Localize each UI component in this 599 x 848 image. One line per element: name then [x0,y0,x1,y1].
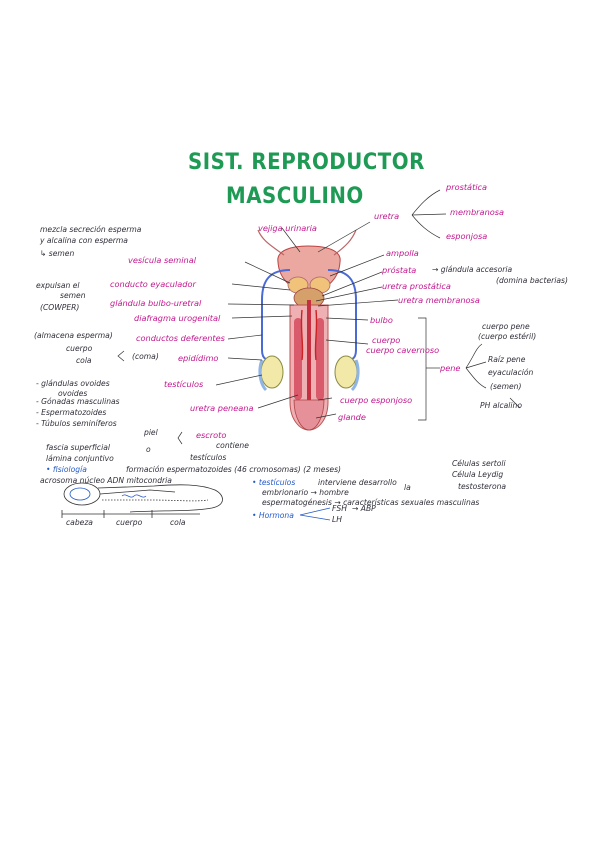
label-hormona: • Hormona [252,511,294,520]
bracket-cola-cuerpo [117,350,125,362]
note-coma: (coma) [132,352,159,361]
label-ampolla: ampolla [386,248,419,258]
epididymis-right [350,359,360,392]
note-cuerpo: cuerpo [66,344,93,353]
glans [293,399,325,431]
label-cuerpo-esponjoso: cuerpo esponjoso [340,395,413,405]
note-raiz-pene: Raíz pene [488,355,526,364]
label-uretra-prostatica: uretra prostática [382,281,451,291]
vas-deferens-left [261,269,291,361]
label-membranosa-top: membranosa [450,207,505,217]
label-epididimo: epidídimo [178,353,219,363]
note-fsh: FSH [332,504,347,513]
note-espermatogenesis: espermatogénesis → características sexua… [262,498,480,507]
label-prostatica: prostática [446,182,488,192]
label-uretra: uretra [374,211,400,221]
note-celulas-sertoli: Células sertoli [452,459,506,468]
vas-deferens-right [327,269,357,361]
label-conducto-eyaculador: conducto eyaculador [110,279,196,289]
label-lines-right [315,189,521,421]
label-vesicula: vesícula seminal [128,255,197,265]
page-title: SIST. REPRODUCTOR [188,150,425,175]
corpus-cavernosum-right [316,318,324,400]
ureter-left [257,229,285,256]
note-fascia: fascia superficial [46,443,110,452]
note-acrosoma: acrosoma núcleo ADN mitocondria [40,476,172,485]
label-cuerpo: cuerpo [372,335,401,345]
label-conductos-deferentes: conductos deferentes [136,333,225,343]
note-cola: cola [76,356,92,365]
label-pene: pene [440,363,461,373]
note-eyaculacion: eyaculación [488,368,534,377]
bladder-shape [277,245,341,293]
note-cuerpo-pene: cuerpo pene [482,322,530,331]
note-alcalina: y alcalina con esperma [40,236,128,245]
note-lamina: lámina conjuntivo [46,454,114,463]
ureter-right [333,229,357,256]
label-fisiologia: • fisiología [46,465,87,474]
label-uretra-membranosa: uretra membranosa [398,295,480,305]
epididymis-left [258,359,268,392]
note-embrionario: embrionario → hombre [262,488,349,497]
label-bulbo: bulbo [370,315,393,325]
testicle-left [260,355,284,389]
note-cowper: (COWPER) [40,303,80,312]
note-la: la [404,483,411,492]
note-glandula-accesoria: → glándula accesoria [432,265,513,274]
label-bulbo-uretral: glándula bulbo-uretral [110,298,202,308]
note-celula-leydig: Célula Leydig [452,470,504,479]
note-mezcla: mezcla secreción esperma [40,225,142,234]
label-vejiga: vejiga urinaria [258,223,317,233]
label-esponjosa: esponjosa [446,231,488,241]
note-semen2: semen [60,291,86,300]
note-cola-sp: cola [170,518,186,527]
note-tubulos: - Túbulos seminíferos [36,419,117,428]
label-testiculos: testículos [164,379,204,389]
label-escroto: escroto [196,430,227,440]
note-gonadas: - Gónadas masculinas [36,397,120,406]
note-semen3: (semen) [490,382,522,391]
page-subtitle: MASCULINO [226,184,364,209]
note-semen: ↳ semen [40,249,75,258]
corpus-cavernosum-left [294,318,302,400]
note-cabeza: cabeza [66,518,93,527]
bracket-piel [177,431,183,445]
note-testosterona: testosterona [458,482,507,491]
note-lh: LH [332,515,342,524]
label-testiculos-fis: • testículos [252,478,296,487]
label-lines-left [215,227,301,409]
note-o: o [146,445,151,454]
note-cuerpo-esteril: (cuerpo estéril) [478,332,537,341]
label-prostata: próstata [382,265,417,275]
urethra-line [307,300,311,420]
note-espermatozoides: - Espermatozoides [36,408,107,417]
red-vessels [300,309,318,361]
note-expulsan: expulsan el [36,281,80,290]
label-diafragma: diafragma urogenital [134,313,221,323]
note-ovoides: ovoides [58,389,88,398]
label-glande: glande [338,412,366,422]
note-domina-bacterias: (domina bacterias) [496,276,568,285]
note-piel: piel [144,428,158,437]
sperm-drawing [61,482,223,518]
note-testiculos2: testículos [190,453,227,462]
note-ph: PH alcalino [480,401,522,410]
note-glandulas-ovoides: - glándulas ovoides [36,379,110,388]
testicle-right [334,355,358,389]
physiology-arrows [299,507,331,521]
label-uretra-peneana: uretra peneana [190,403,254,413]
note-formacion: formación espermatozoides (46 cromosomas… [126,465,342,474]
note-interviene: interviene desarrollo [318,478,397,487]
note-cuerpo-sp: cuerpo [116,518,143,527]
note-contiene: contiene [216,441,249,450]
note-almacena: (almacena esperma) [34,331,113,340]
note-abp: → ABP [352,504,376,513]
label-cuerpo-cavernoso: cuerpo cavernoso [366,345,440,355]
